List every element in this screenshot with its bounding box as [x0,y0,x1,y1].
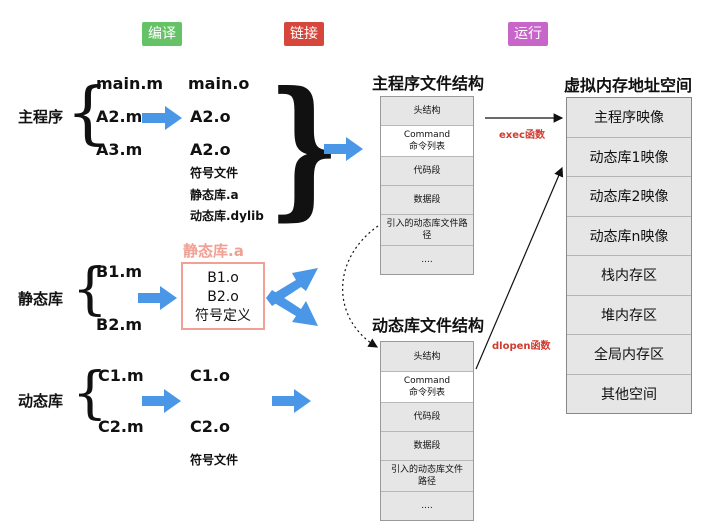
main-struct-title: 主程序文件结构 [372,74,485,93]
dynamic-output: 符号文件 [190,453,239,467]
dylib-struct-cell: 代码段 [381,403,473,432]
arrow-right-icon [272,389,311,413]
dynamic-output: C2.o [190,417,230,436]
arrow-diagonal-down-icon [266,290,318,326]
main-brace-icon: { [66,74,110,153]
category-static: 静态库 [18,290,64,308]
dlopen-label: dlopen函数 [492,341,551,352]
vm-cell: 其他空间 [567,374,691,413]
main-struct-cell: Command 命令列表 [381,126,473,157]
static-lib-line: 符号定义 [195,308,251,324]
main-struct-cell: 代码段 [381,157,473,186]
main-struct-cell: 头结构 [381,97,473,126]
dylib-struct-cell: 数据段 [381,432,473,461]
vm-cell: 主程序映像 [567,98,691,138]
category-dynamic: 动态库 [18,392,64,410]
vm-cell: 全局内存区 [567,335,691,375]
vm-cell: 栈内存区 [567,256,691,296]
static-lib-box: B1.o B2.o 符号定义 [181,262,265,330]
arrow-right-icon [142,106,182,130]
static-lib-line: B2.o [207,289,239,305]
category-main: 主程序 [18,108,64,126]
dlopen-arrow [475,166,564,370]
dylib-struct-cell: .... [381,492,473,520]
dylib-struct-cell: Command 命令列表 [381,372,473,403]
stage-link-tag: 链接 [284,22,324,46]
main-output: 符号文件 [190,166,239,180]
blue-arrow-group [138,106,363,413]
main-struct-box: 头结构 Command 命令列表 代码段 数据段 引入的动态库文件路 径 ...… [380,96,474,275]
main-source: main.m [96,74,164,93]
vm-box: 主程序映像 动态库1映像 动态库2映像 动态库n映像 栈内存区 堆内存区 全局内… [566,97,692,414]
dynamic-source: C2.m [98,417,144,436]
dynamic-brace-icon: { [72,361,108,426]
exec-label: exec函数 [499,130,545,141]
arrow-right-icon [142,389,181,413]
static-brace-icon: { [72,257,108,322]
dylib-struct-title: 动态库文件结构 [372,316,485,335]
vm-cell: 堆内存区 [567,295,691,335]
static-lib-title: 静态库.a [183,242,244,260]
static-source: B2.m [96,315,143,334]
main-struct-cell: 引入的动态库文件路 径 [381,215,473,246]
dependency-dotted-arrow [342,225,379,348]
main-source: A3.m [96,140,143,159]
dylib-struct-cell: 头结构 [381,342,473,372]
vm-cell: 动态库1映像 [567,137,691,177]
main-struct-cell: .... [381,246,473,274]
main-struct-cell: 数据段 [381,186,473,215]
stage-compile-tag: 编译 [142,22,182,46]
static-lib-line: B1.o [207,270,239,286]
dynamic-output: C1.o [190,366,230,385]
main-source: A2.m [96,107,143,126]
main-output: A2.o [190,140,231,159]
dylib-struct-box: 头结构 Command 命令列表 代码段 数据段 引入的动态库文件 路径 ...… [380,341,474,521]
stage-run-tag: 运行 [508,22,548,46]
main-output: A2.o [190,107,231,126]
arrow-right-icon [138,286,177,310]
main-output: 静态库.a [190,188,239,202]
vm-cell: 动态库n映像 [567,216,691,256]
main-output: main.o [188,74,250,93]
arrow-right-icon [324,137,363,161]
static-source: B1.m [96,262,143,281]
dynamic-source: C1.m [98,366,144,385]
vm-cell: 动态库2映像 [567,177,691,217]
dylib-struct-cell: 引入的动态库文件 路径 [381,461,473,492]
vm-title: 虚拟内存地址空间 [564,76,693,95]
main-output: 动态库.dylib [190,209,264,223]
